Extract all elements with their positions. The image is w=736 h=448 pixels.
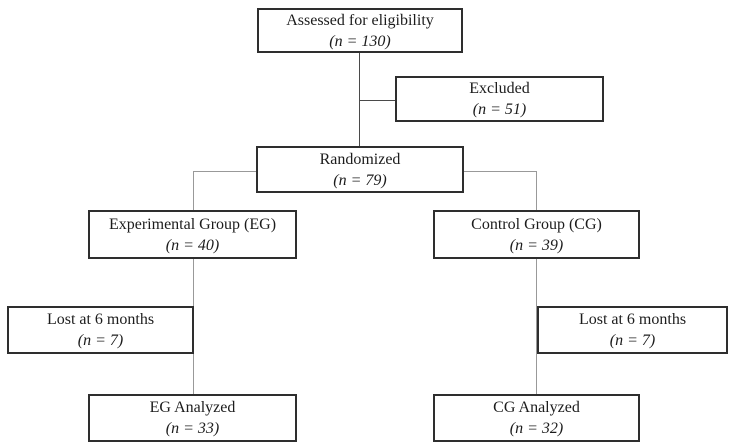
node-eg-analyzed: EG Analyzed (n = 33) xyxy=(88,394,297,442)
node-assessed-for-eligibility: Assessed for eligibility (n = 130) xyxy=(257,8,463,53)
node-label: Lost at 6 months xyxy=(578,311,687,328)
node-label: Control Group (CG) xyxy=(471,215,602,233)
connector-left-branch-drop xyxy=(193,171,194,211)
node-label: Excluded xyxy=(469,80,530,97)
node-label: Lost at 6 months xyxy=(46,311,155,328)
node-count: (n = 33) xyxy=(165,420,220,437)
node-cg-analyzed: CG Analyzed (n = 32) xyxy=(433,394,640,442)
node-label: Experimental Group (EG) xyxy=(108,215,277,233)
connector-randomized-left-branch xyxy=(193,171,257,172)
node-label: Assessed for eligibility xyxy=(286,11,434,29)
node-count: (n = 32) xyxy=(509,420,564,437)
connector-assessed-to-randomized xyxy=(359,53,360,146)
node-count: (n = 130) xyxy=(329,32,391,50)
node-label: Randomized xyxy=(319,150,401,168)
node-cg-lost-at-6-months: Lost at 6 months (n = 7) xyxy=(537,306,728,354)
node-experimental-group: Experimental Group (EG) (n = 40) xyxy=(88,210,297,259)
connector-randomized-right-branch xyxy=(463,171,537,172)
node-count: (n = 7) xyxy=(609,332,656,349)
node-eg-lost-at-6-months: Lost at 6 months (n = 7) xyxy=(7,306,194,354)
node-excluded: Excluded (n = 51) xyxy=(395,76,604,122)
connector-to-excluded xyxy=(360,100,396,101)
node-count: (n = 39) xyxy=(509,236,564,254)
node-count: (n = 7) xyxy=(77,332,124,349)
node-count: (n = 79) xyxy=(333,171,387,189)
node-label: CG Analyzed xyxy=(493,399,580,416)
node-randomized: Randomized (n = 79) xyxy=(256,146,464,193)
connector-right-branch-drop xyxy=(536,171,537,211)
node-control-group: Control Group (CG) (n = 39) xyxy=(433,210,640,259)
node-count: (n = 40) xyxy=(165,236,220,254)
node-count: (n = 51) xyxy=(472,101,527,118)
connector-cg-to-analyzed xyxy=(536,258,537,395)
node-label: EG Analyzed xyxy=(149,399,236,416)
